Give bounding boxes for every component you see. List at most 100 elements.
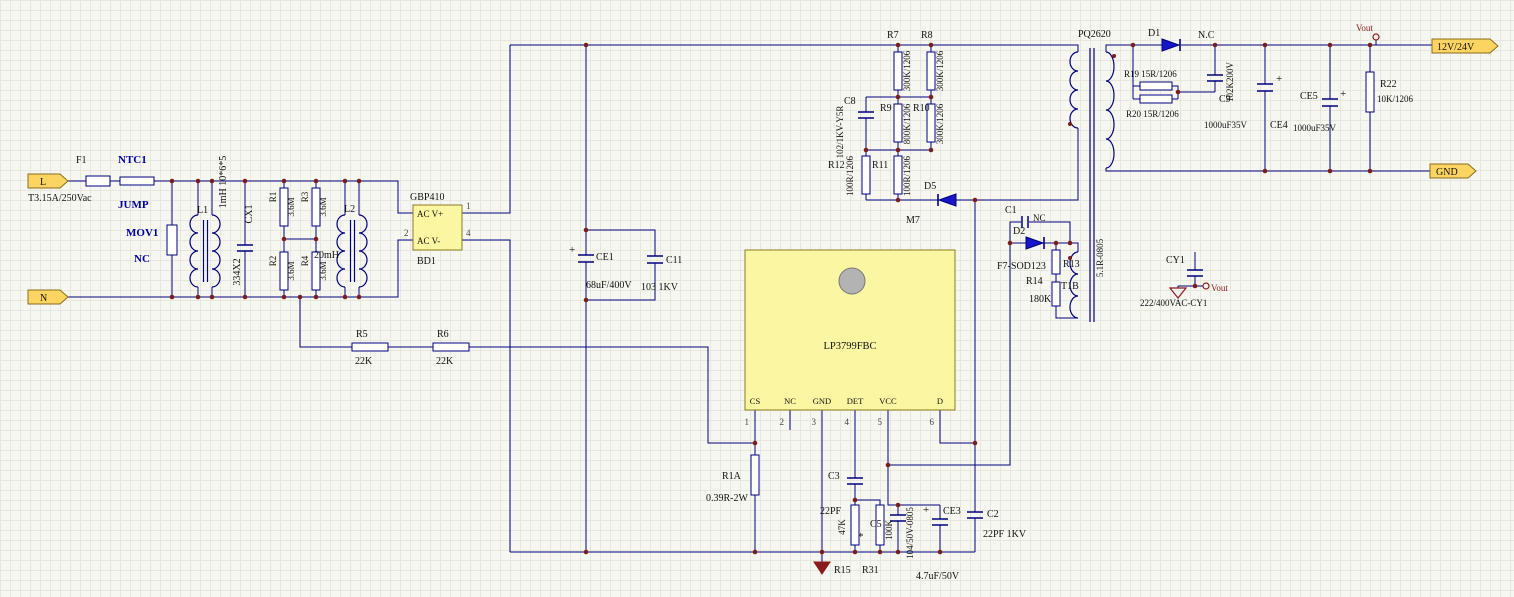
label-ce4: CE4 [1270, 120, 1288, 131]
label-c1-nc: NC [1033, 213, 1046, 223]
cy1-ground-symbol [1168, 287, 1188, 299]
value-d5: M7 [906, 215, 920, 226]
diodes [937, 38, 1181, 250]
port-l-label: L [40, 177, 46, 188]
ic-pin-name-gnd: GND [813, 396, 831, 406]
resistor-r9 [893, 103, 903, 143]
label-bridge: GBP410 [410, 192, 444, 203]
port-n-label: N [40, 293, 47, 304]
wire-clamp [865, 45, 975, 201]
value-r7: 300K/1206 [902, 50, 912, 91]
label-ntc1: NTC1 [118, 154, 147, 166]
port-gnd-label: GND [1436, 167, 1458, 178]
label-c9: C9 [1219, 94, 1231, 105]
value-c8: 102/1KV-Y5R [835, 106, 845, 159]
value-l2: 20mH [314, 250, 339, 261]
choke-l1-winding-a [189, 214, 199, 288]
wire-output-caps [1264, 40, 1377, 171]
wire-ic-pin-stubs [754, 410, 941, 430]
wire-top-rail [510, 44, 1079, 52]
label-r31: R31 [862, 565, 879, 576]
label-r6: R6 [437, 329, 449, 340]
label-c11: C11 [666, 255, 682, 266]
choke-l1-core [202, 220, 209, 282]
wires [68, 40, 1432, 562]
ic-pin-name-d: D [937, 396, 943, 406]
label-r8: R8 [921, 30, 933, 41]
wire-vcc [887, 243, 1011, 552]
value-ce4: 1000uF35V [1204, 120, 1248, 130]
resistor-r2 [279, 251, 289, 291]
label-c5: C5 [870, 519, 882, 530]
net-vout-top: Vout [1356, 23, 1373, 33]
value-r8: 300K/1206 [935, 50, 945, 91]
label-r12: R12 [828, 160, 845, 171]
value-r12: 100R/1206 [845, 156, 855, 197]
value-r31: 100K [884, 520, 894, 541]
port-12v24v-tag[interactable] [1431, 38, 1499, 54]
label-r13: R13 [1063, 259, 1080, 270]
label-r7: R7 [887, 30, 899, 41]
wire-aux [1009, 221, 1079, 319]
label-c8: C8 [844, 96, 856, 107]
label-r9: R9 [880, 103, 892, 114]
value-r15: 47K [837, 519, 847, 535]
resistor-r31 [875, 504, 885, 546]
bridge-pin-1: 1 [466, 201, 471, 211]
label-ce3: CE3 [943, 506, 961, 517]
resistor-r10 [926, 103, 936, 143]
label-l2: L2 [344, 204, 355, 215]
label-t1b: T1B [1061, 281, 1079, 292]
value-r4: 3.6M [318, 261, 328, 280]
label-r22: R22 [1380, 79, 1397, 90]
label-r10: R10 [913, 103, 930, 114]
value-f1: T3.15A/250Vac [28, 193, 92, 204]
label-f1: F1 [76, 155, 87, 166]
label-ce1: CE1 [596, 252, 614, 263]
port-l-tag[interactable] [27, 173, 69, 189]
resistor-r22 [1365, 71, 1375, 113]
wire-secondary-out [1105, 44, 1432, 172]
plus-ce3: + [923, 504, 929, 516]
ic-pin-name-nc: NC [784, 396, 796, 406]
value-r6: 22K [436, 356, 454, 367]
resistor-r14 [1051, 281, 1061, 307]
ic-pin-name-det: DET [847, 396, 864, 406]
resistor-r4 [311, 251, 321, 291]
resistor-r19 [1139, 81, 1173, 91]
value-c5: 104/50V-0805 [905, 507, 915, 559]
label-d5: D5 [924, 181, 936, 192]
label-d2: D2 [1013, 226, 1025, 237]
resistor-r5 [351, 342, 389, 352]
label-cx1: CX1 [244, 205, 255, 224]
resistor-r12 [861, 155, 871, 195]
transformer-secondary-winding [1105, 51, 1115, 169]
value-cy1: 222/400VAC-CY1 [1140, 298, 1207, 308]
choke-l2-winding-b [358, 214, 368, 288]
vout-pin-cy1 [1202, 282, 1210, 290]
wire-drain [939, 128, 1079, 552]
port-gnd-tag[interactable] [1429, 163, 1477, 179]
value-r1a: 0.39R-2W [706, 493, 749, 504]
wire-bridge-out [462, 45, 511, 552]
ic-orientation-circle [838, 267, 866, 295]
fuse-f1-body [85, 175, 111, 187]
wire-output-snubber [1132, 45, 1216, 100]
wire-cy1 [1177, 252, 1203, 288]
wire-line-l [68, 180, 413, 214]
label-r19: R19 15R/1206 [1124, 69, 1177, 79]
value-r9: 800K/1206 [902, 103, 912, 144]
label-c1: C1 [1005, 205, 1017, 216]
choke-l2-core [349, 220, 356, 282]
resistor-r7 [893, 51, 903, 91]
value-l1: 1mH 10*6*5 [218, 156, 229, 209]
wire-c11 [586, 229, 656, 301]
mov1-body [166, 224, 178, 256]
resistor-r1a [750, 454, 760, 496]
resistor-r20 [1139, 94, 1173, 104]
value-r3: 3.6M [318, 197, 328, 216]
label-r15: R15 [834, 565, 851, 576]
port-n-tag[interactable] [27, 289, 69, 305]
value-r13: 5.1R-0805 [1095, 238, 1105, 277]
